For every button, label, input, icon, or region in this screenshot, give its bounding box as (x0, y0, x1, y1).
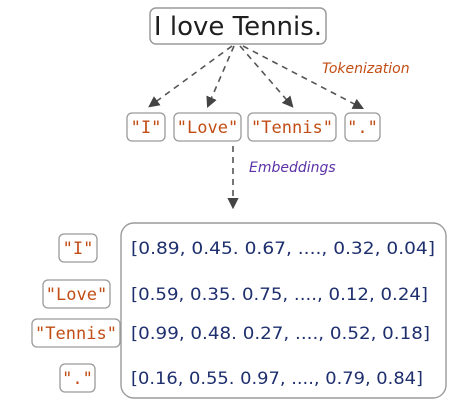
arrow-to-token-tennis (239, 45, 294, 108)
tokenization-arrows (148, 45, 364, 110)
sentence-text: I love Tennis. (154, 12, 322, 42)
arrow-to-token-i (148, 45, 233, 108)
token-text: "Love" (177, 118, 238, 138)
row-label-box: "I" (58, 233, 98, 263)
row-label-text: "Tennis" (35, 324, 117, 344)
embedding-vector: [0.99, 0.48. 0.27, ...., 0.52, 0.18] (131, 324, 430, 343)
tokenization-label: Tokenization (322, 61, 410, 77)
token-text: "Tennis" (251, 118, 333, 138)
row-label-text: "I" (63, 239, 94, 259)
embedding-vector: [0.89, 0.45. 0.67, ...., 0.32, 0.04] (131, 239, 435, 258)
sentence-box: I love Tennis. (149, 7, 327, 45)
row-label-box: "Love" (42, 279, 111, 309)
token-box: "I" (126, 112, 166, 142)
row-label-box: "." (59, 363, 96, 393)
token-box: "." (344, 112, 381, 142)
token-box: "Tennis" (247, 112, 337, 142)
embedding-vector: [0.59, 0.35. 0.75, ...., 0.12, 0.24] (131, 285, 428, 304)
token-box: "Love" (173, 112, 242, 142)
token-text: "I" (131, 118, 162, 138)
row-label-text: "Love" (46, 285, 107, 305)
embedding-matrix-box (120, 222, 447, 399)
embeddings-label: Embeddings (249, 160, 336, 176)
token-text: "." (347, 118, 378, 138)
sentence-box-border (149, 7, 327, 45)
embedding-row-labels: "I" "Love" "Tennis" "." (31, 233, 121, 393)
row-label-box: "Tennis" (31, 318, 121, 348)
arrow-to-token-period (242, 45, 364, 110)
embedding-vector: [0.16, 0.55. 0.97, ...., 0.79, 0.84] (131, 369, 423, 388)
token-row: "I" "Love" "Tennis" "." (126, 112, 381, 142)
embedding-vectors: [0.89, 0.45. 0.67, ...., 0.32, 0.04] [0.… (131, 239, 435, 388)
row-label-text: "." (62, 369, 93, 389)
